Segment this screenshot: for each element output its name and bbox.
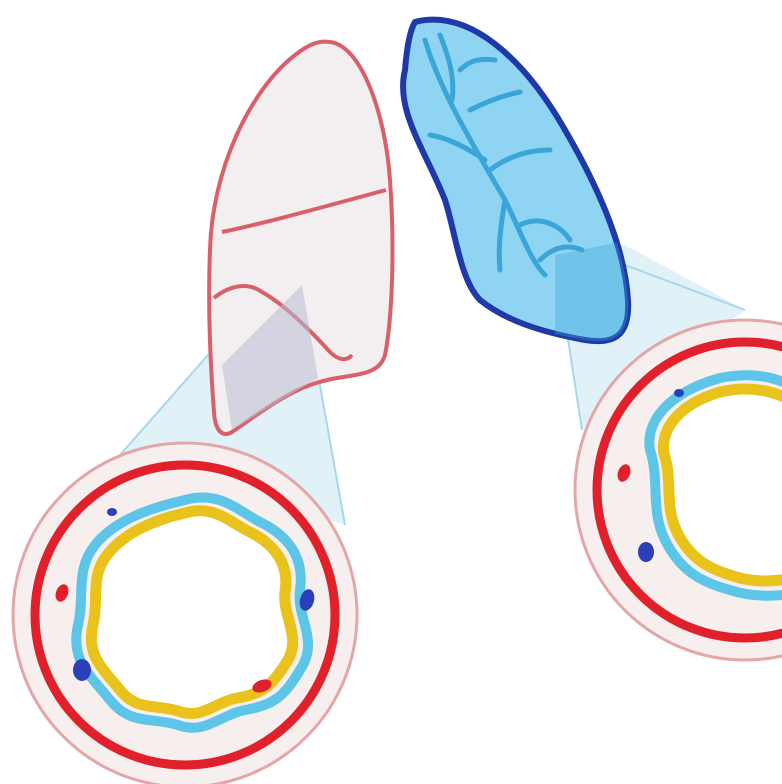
- right-lung-icon: [403, 20, 630, 350]
- left-lung-icon: [209, 42, 392, 434]
- left-airway-cross-section-icon: [13, 443, 357, 784]
